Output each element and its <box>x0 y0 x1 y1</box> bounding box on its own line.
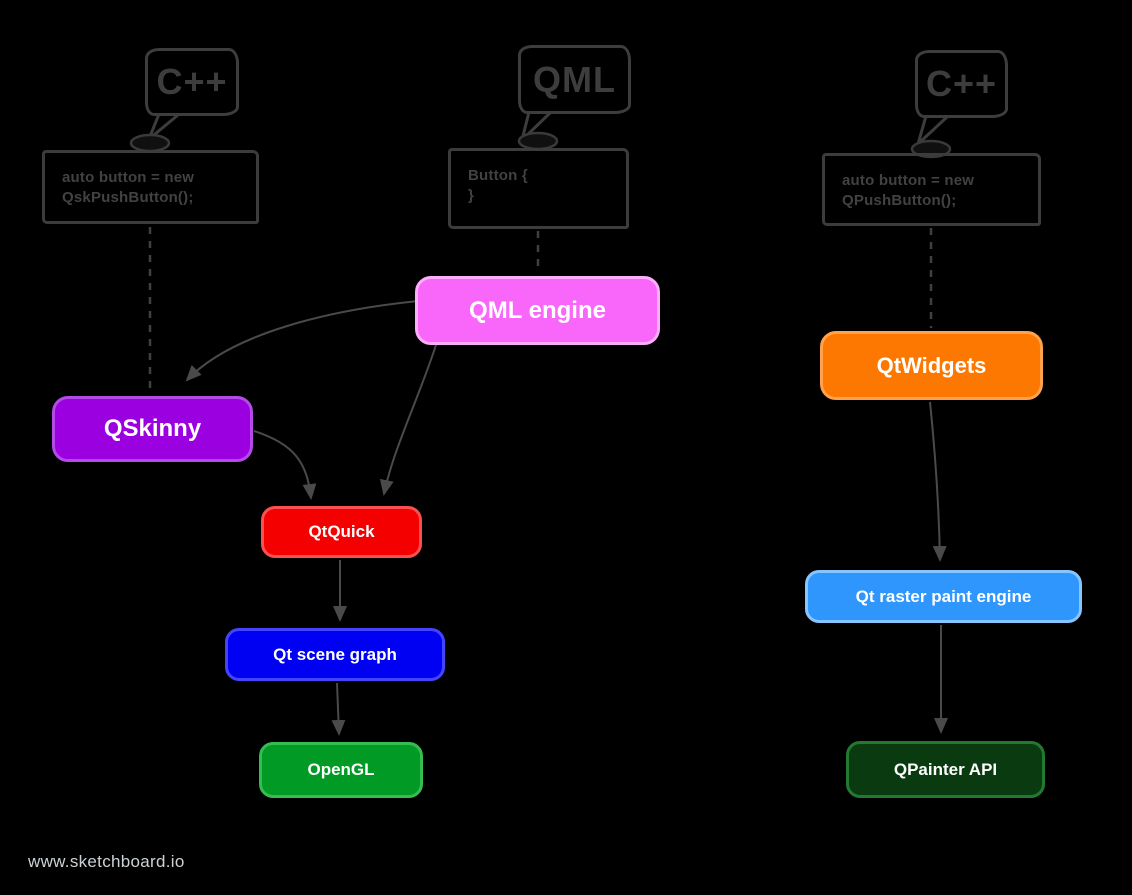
node-label: Qt raster paint engine <box>855 586 1032 606</box>
code-line: } <box>468 187 475 204</box>
node-qskinny: QSkinny <box>52 396 253 462</box>
bubble-label: C++ <box>925 63 998 104</box>
connector-blob <box>517 131 559 151</box>
code-line: QskPushButton(); <box>62 189 194 206</box>
code-line: auto button = new <box>62 169 195 186</box>
node-opengl: OpenGL <box>259 742 423 798</box>
node-qtwidgets: QtWidgets <box>820 331 1043 400</box>
node-qt-raster-paint-engine: Qt raster paint engine <box>805 570 1082 623</box>
code-box-qskpushbutton: auto button = new QskPushButton(); <box>42 150 259 224</box>
bubble-label: QML <box>533 58 616 100</box>
node-label: QtWidgets <box>876 352 987 378</box>
node-qpainter-api: QPainter API <box>846 741 1045 798</box>
speech-bubble-cpp-left: C++ <box>145 48 239 116</box>
node-label: QML engine <box>469 296 606 324</box>
node-qt-scene-graph: Qt scene graph <box>225 628 445 681</box>
edge-qml-engine-to-qtquick <box>379 344 437 496</box>
edge-qskinny-to-qtquick <box>253 430 317 500</box>
node-label: OpenGL <box>307 760 375 779</box>
bubble-label: C++ <box>156 61 228 102</box>
code-line: auto button = new <box>842 172 975 189</box>
node-qtquick: QtQuick <box>261 506 422 558</box>
speech-bubble-qml: QML <box>518 45 631 114</box>
node-qml-engine: QML engine <box>415 276 660 345</box>
node-label: QSkinny <box>103 415 202 442</box>
node-label: QtQuick <box>308 522 375 541</box>
code-line: QPushButton(); <box>842 192 957 209</box>
node-label: Qt scene graph <box>273 644 397 664</box>
connector-blob <box>129 133 171 153</box>
node-label: QPainter API <box>893 759 998 779</box>
edge-scene-graph-to-opengl <box>331 682 346 736</box>
edge-qtwidgets-to-raster <box>929 401 947 562</box>
sketchboard-watermark: www.sketchboard.io <box>28 852 185 871</box>
code-line: Button { <box>468 167 528 184</box>
speech-bubble-cpp-right: C++ <box>915 50 1008 118</box>
code-box-qpushbutton: auto button = new QPushButton(); <box>822 153 1041 226</box>
edge-qml-engine-to-qskinny <box>185 300 419 382</box>
code-box-qml-button: Button { } <box>448 148 629 229</box>
